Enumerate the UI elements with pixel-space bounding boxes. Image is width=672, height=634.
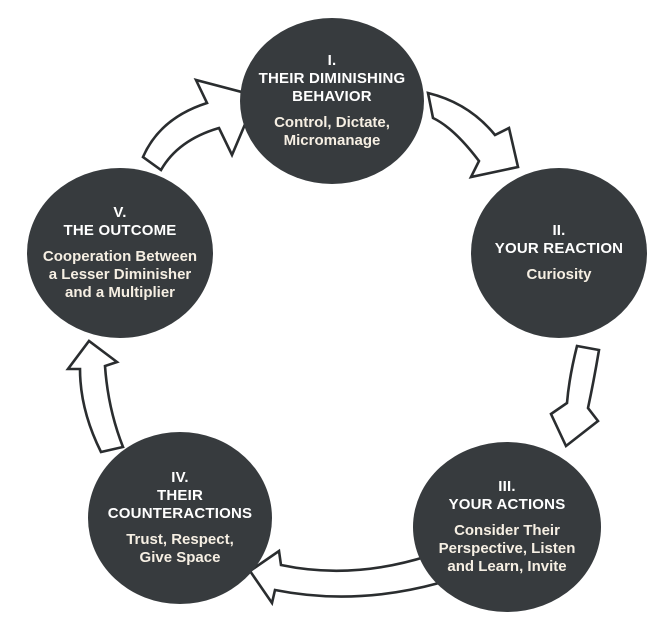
step-4-subtitle-line-1: Trust, Respect, bbox=[126, 531, 234, 548]
step-4-title-line-1: THEIR bbox=[157, 487, 203, 504]
step-5-subtitle-line-3: and a Multiplier bbox=[64, 284, 175, 301]
step-2-subtitle-line-1: Curiosity bbox=[526, 266, 592, 283]
step-circle-1: I. THEIR DIMINISHING BEHAVIOR Control, D… bbox=[240, 18, 424, 184]
step-5-subtitle: Cooperation Between a Lesser Diminisher … bbox=[43, 248, 197, 302]
step-1-title-line-2: BEHAVIOR bbox=[292, 88, 372, 105]
step-4-title: THEIR COUNTERACTIONS bbox=[108, 487, 252, 523]
step-5-title: THE OUTCOME bbox=[63, 222, 176, 240]
step-circle-4: IV. THEIR COUNTERACTIONS Trust, Respect,… bbox=[88, 432, 272, 604]
step-1-title-line-1: THEIR DIMINISHING bbox=[258, 70, 406, 87]
step-2-title: YOUR REACTION bbox=[495, 240, 623, 258]
step-3-subtitle-line-3: and Learn, Invite bbox=[447, 558, 567, 575]
step-5-subtitle-line-1: Cooperation Between bbox=[42, 248, 198, 265]
step-1-numeral: I. bbox=[327, 52, 337, 69]
step-5-subtitle-line-2: a Lesser Diminisher bbox=[48, 266, 192, 283]
step-3-numeral: III. bbox=[498, 478, 516, 495]
step-4-numeral: IV. bbox=[171, 469, 189, 486]
step-4-subtitle-line-2: Give Space bbox=[139, 549, 221, 566]
step-3-title-line-1: YOUR ACTIONS bbox=[448, 496, 566, 513]
step-2-title-line-1: YOUR REACTION bbox=[494, 240, 624, 257]
curved-arrow-step2-to-step3 bbox=[549, 344, 601, 449]
step-3-title: YOUR ACTIONS bbox=[449, 496, 566, 514]
step-circle-2: II. YOUR REACTION Curiosity bbox=[471, 168, 647, 338]
step-1-subtitle-line-1: Control, Dictate, bbox=[274, 114, 390, 131]
step-1-subtitle-line-2: Micromanage bbox=[283, 132, 381, 149]
step-1-title: THEIR DIMINISHING BEHAVIOR bbox=[259, 70, 406, 106]
step-circle-3: III. YOUR ACTIONS Consider Their Perspec… bbox=[413, 442, 601, 612]
step-2-subtitle: Curiosity bbox=[526, 266, 591, 284]
step-2-numeral: II. bbox=[552, 222, 566, 239]
step-3-subtitle: Consider Their Perspective, Listen and L… bbox=[439, 522, 576, 576]
step-3-subtitle-line-2: Perspective, Listen bbox=[438, 540, 576, 557]
curved-arrow-step4-to-step5 bbox=[65, 339, 125, 454]
curved-arrow-step1-to-step2 bbox=[426, 91, 520, 179]
step-1-subtitle: Control, Dictate, Micromanage bbox=[274, 114, 390, 150]
curved-arrow-step3-to-step4 bbox=[248, 548, 441, 607]
step-5-title-line-1: THE OUTCOME bbox=[63, 222, 177, 239]
step-circle-5: V. THE OUTCOME Cooperation Between a Les… bbox=[27, 168, 213, 338]
step-4-title-line-2: COUNTERACTIONS bbox=[107, 505, 253, 522]
step-3-subtitle-line-1: Consider Their bbox=[454, 522, 560, 539]
step-5-numeral: V. bbox=[113, 204, 127, 221]
step-4-subtitle: Trust, Respect, Give Space bbox=[126, 531, 234, 567]
